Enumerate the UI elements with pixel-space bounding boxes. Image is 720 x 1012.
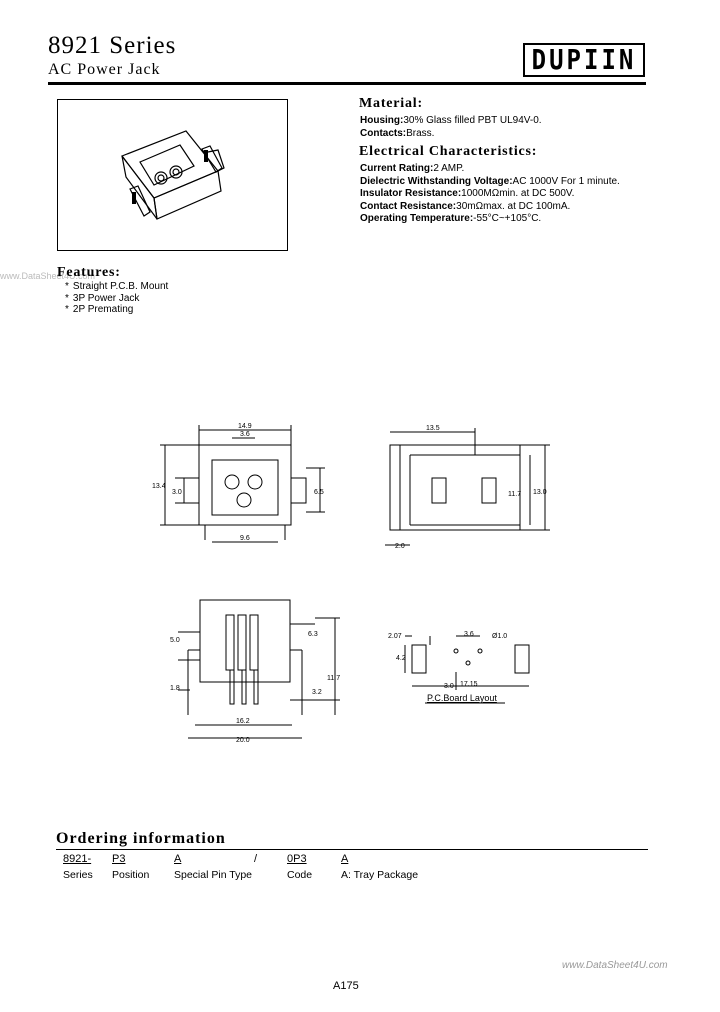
- feature-item: *2P Premating: [65, 304, 134, 315]
- page-number: A175: [333, 980, 359, 992]
- features-section: Features: *Straight P.C.B. Mount *3P Pow…: [57, 265, 168, 316]
- watermark-right: www.DataSheet4U.com: [562, 960, 668, 971]
- order-label-package: A: Tray Package: [341, 869, 419, 881]
- order-code-separator: /: [254, 853, 258, 865]
- dim-label: 3.2: [312, 689, 322, 696]
- material-contacts: Contacts:Brass.: [360, 127, 435, 139]
- dim-label: 9.6: [240, 535, 250, 542]
- dim-label: 1.8: [170, 685, 180, 692]
- dim-label: 11.7: [508, 491, 521, 498]
- features-list: *Straight P.C.B. Mount *3P Power Jack *2…: [57, 281, 168, 316]
- dim-label: Ø1.0: [492, 633, 507, 640]
- feature-item: *3P Power Jack: [65, 292, 140, 304]
- spec-insulator: Insulator Resistance:1000MΩmin. at DC 50…: [360, 188, 575, 199]
- front-view-outline: [198, 444, 292, 526]
- dim-label: 16.2: [236, 718, 250, 725]
- material-heading: Material:: [359, 96, 423, 111]
- dim-label: 14.9: [238, 423, 252, 430]
- dim-label: 13.0: [533, 489, 547, 496]
- order-label-position: Position: [112, 869, 150, 881]
- power-jack-illustration: [121, 130, 225, 220]
- spec-operating-temp: Operating Temperature:-55°C~+105°C.: [360, 213, 542, 224]
- dim-label: 2.07: [388, 633, 402, 640]
- dim-label: 3.0: [172, 489, 182, 496]
- features-heading: Features:: [57, 265, 121, 280]
- dim-label: 3.6: [464, 631, 474, 638]
- dim-label: 13.5: [426, 425, 440, 432]
- order-code-code: 0P3: [287, 853, 307, 865]
- dim-label: 20.0: [236, 737, 250, 744]
- bottom-view-outline: [199, 599, 291, 683]
- page-subtitle: AC Power Jack: [48, 61, 161, 78]
- header-rule: [48, 82, 646, 85]
- spec-current-rating: Current Rating:2 AMP.: [360, 163, 465, 174]
- dim-label: 6.5: [314, 489, 324, 496]
- dim-label: 3.0: [444, 683, 454, 690]
- order-label-pin-type: Special Pin Type: [174, 869, 253, 881]
- pcb-pad-right: [514, 644, 530, 674]
- feature-item: *Straight P.C.B. Mount: [65, 281, 169, 292]
- brand-logo-text: DUPIIN: [531, 43, 637, 77]
- product-photo: [57, 99, 288, 251]
- dim-label: 13.4: [152, 483, 166, 490]
- pcb-pad-left: [411, 644, 427, 674]
- page-title: 8921 Series: [48, 32, 177, 59]
- order-label-series: Series: [63, 869, 93, 881]
- material-housing: Housing:30% Glass filled PBT UL94V-0.: [360, 115, 542, 126]
- watermark-left: www.DataSheet4U.com: [0, 271, 96, 281]
- spec-dielectric: Dielectric Withstanding Voltage:AC 1000V…: [360, 175, 620, 187]
- dim-label: 17.15: [460, 681, 478, 688]
- electrical-list: Current Rating:2 AMP. Dielectric Withsta…: [360, 163, 620, 226]
- order-code-pin-type: A: [174, 853, 182, 865]
- order-code-series: 8921-: [63, 853, 92, 865]
- dim-label: 3.6: [240, 431, 250, 438]
- spec-contact-resistance: Contact Resistance:30mΩmax. at DC 100mA.: [360, 200, 571, 212]
- ordering-rule: [56, 849, 648, 850]
- dim-label: 4.2: [396, 655, 406, 662]
- dim-label: 6.3: [308, 631, 318, 638]
- ordering-heading: Ordering information: [56, 830, 226, 847]
- dim-label: 5.0: [170, 637, 180, 644]
- side-view-outline: [389, 444, 521, 531]
- order-code-package: A: [341, 853, 349, 865]
- order-label-code: Code: [287, 869, 313, 881]
- pcb-caption: P.C.Board Layout: [427, 693, 497, 703]
- electrical-heading: Electrical Characteristics:: [359, 144, 538, 159]
- dim-label: 11.7: [327, 675, 340, 682]
- order-code-position: P3: [112, 853, 126, 865]
- material-list: Housing:30% Glass filled PBT UL94V-0. Co…: [360, 115, 542, 140]
- dim-label: 2.0: [395, 543, 405, 550]
- brand-logo: DUPIIN: [523, 43, 645, 77]
